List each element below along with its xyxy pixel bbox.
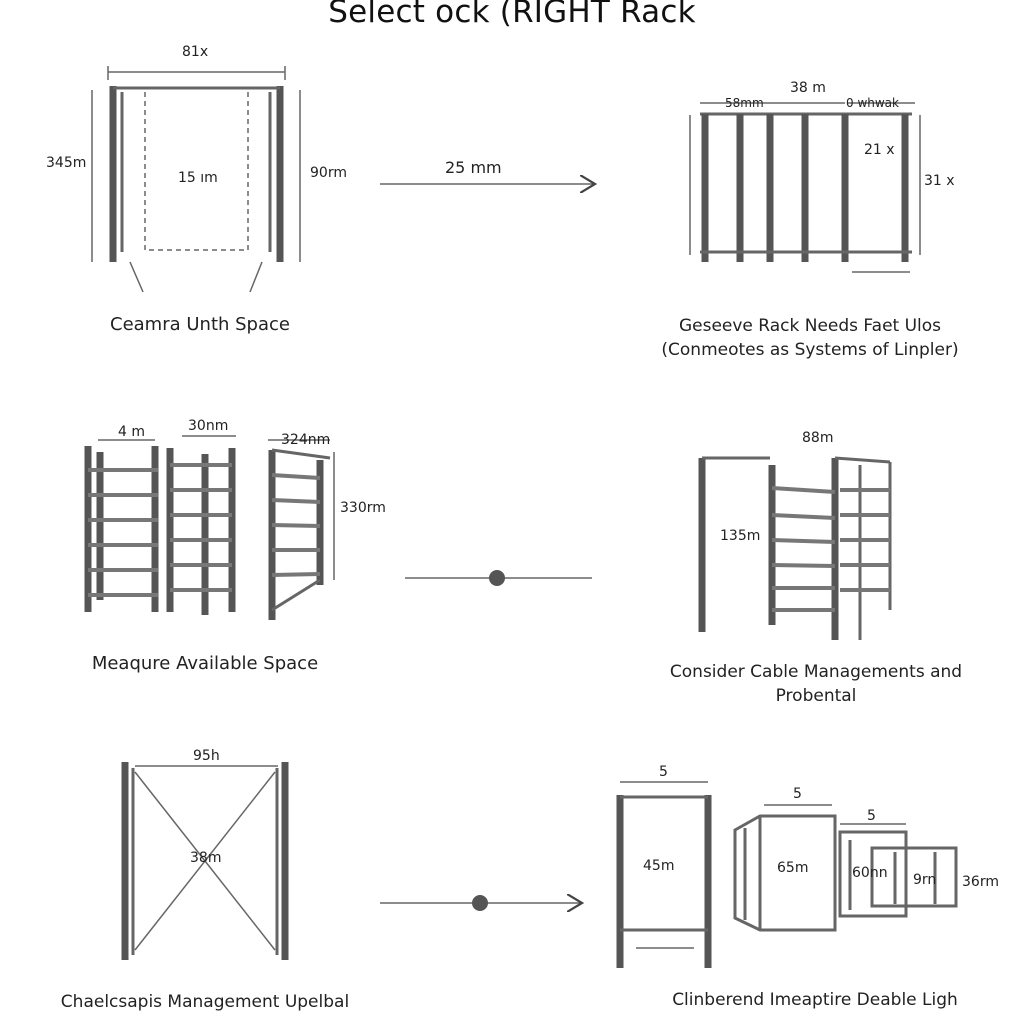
arrow-label: 25 mm: [445, 158, 502, 177]
dim-label: 5: [867, 808, 876, 824]
dim-label: 31 x: [924, 173, 955, 189]
dim-label: 5: [793, 786, 802, 802]
shelving-units-3: [84, 435, 335, 620]
dim-label: 15 ım: [178, 170, 218, 186]
caption-panel-6: Clinberend Imeaptire Deable Ligh: [672, 990, 958, 1010]
dim-label: 0 whwak: [846, 96, 899, 110]
caption-panel-2-line-1: Geseeve Rack Needs Faet Ulos: [678, 316, 942, 336]
dim-label: 9rn: [913, 872, 937, 888]
caption-panel-4-line-1: Consider Cable Managements and: [669, 662, 963, 682]
dim-label: 65m: [777, 860, 809, 876]
dim-label: 324nm: [281, 432, 331, 448]
dim-label: 345m: [46, 155, 87, 171]
dim-label: 30nm: [188, 418, 229, 434]
dim-label: 90rm: [310, 165, 347, 181]
cable-rack-4: [698, 456, 892, 640]
rack-frame-1: [91, 66, 301, 293]
nested-frames-6: [616, 781, 958, 968]
dim-label: 21 x: [864, 142, 895, 158]
diagram-title: Select ock (RIGHT Rack: [328, 0, 696, 30]
caption-panel-5: Chaelcsapis Management Upelbal: [60, 992, 350, 1012]
dim-label: 135m: [720, 528, 761, 544]
dim-label: 36rm: [962, 874, 999, 890]
rack-frame-2: [689, 102, 921, 273]
connector-2: [405, 570, 592, 586]
dim-label: 60nn: [852, 865, 888, 881]
caption-panel-4-line-2: Probental: [775, 686, 857, 706]
caption-panel-3: Meaqure Available Space: [91, 653, 319, 674]
dim-label: 38m: [190, 850, 222, 866]
braced-frame-5: [121, 762, 289, 960]
connector-3: [380, 895, 582, 911]
dim-label: 95h: [193, 748, 220, 764]
dim-label: 330rm: [340, 500, 386, 516]
caption-panel-2-line-2: (Conmeotes as Systems of Linpler): [661, 340, 959, 360]
dim-label: 58mm: [725, 96, 764, 110]
dim-label: 45m: [643, 858, 675, 874]
dim-label: 88m: [802, 430, 834, 446]
caption-panel-1: Ceamra Unth Space: [110, 314, 290, 335]
dim-label: 81x: [182, 44, 209, 60]
dim-label: 4 m: [118, 424, 145, 440]
dim-label: 38 m: [790, 80, 826, 96]
dim-label: 5: [659, 764, 668, 780]
